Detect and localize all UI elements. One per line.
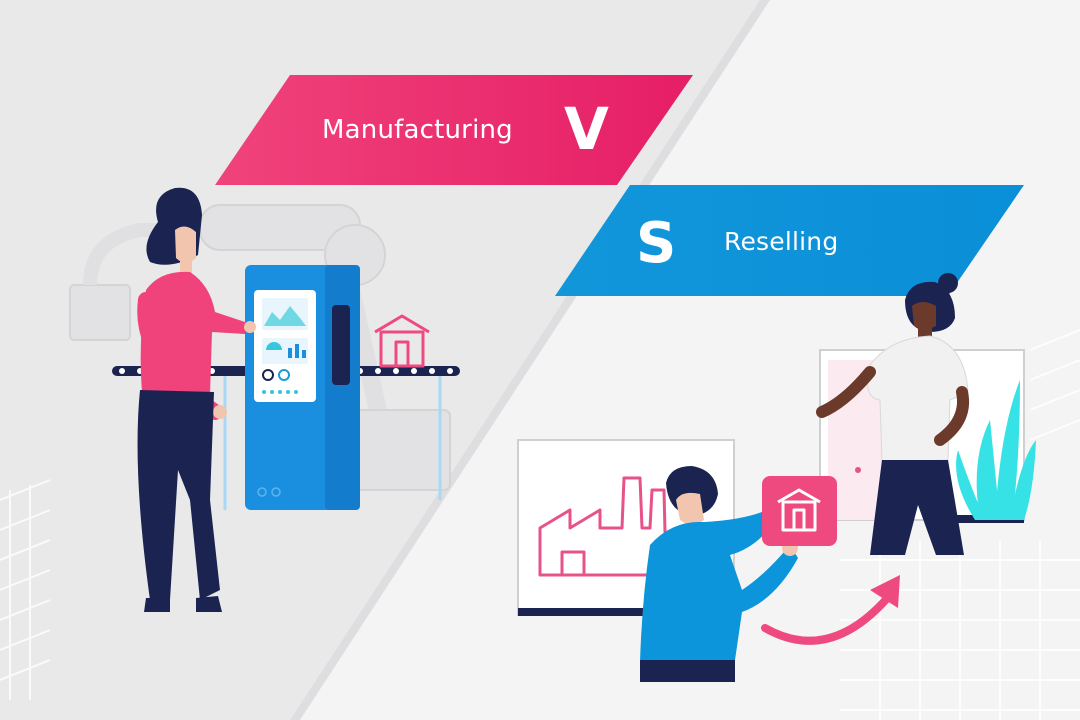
- diagonal-shadow: [290, 0, 770, 720]
- grid-pattern-top-right: [1029, 329, 1080, 441]
- arrow-icon: [761, 575, 900, 645]
- house-icon: [777, 488, 821, 532]
- house-card: [762, 476, 837, 546]
- woman-figure-right: [816, 273, 969, 555]
- manufacturing-label: Manufacturing: [322, 115, 513, 145]
- reselling-banner: [555, 185, 1024, 296]
- versus-letter-s: S: [636, 211, 677, 276]
- grid-pattern-right: [840, 540, 1080, 720]
- manufacturing-machine: [245, 265, 360, 510]
- factory-icon: [538, 476, 668, 577]
- woman-figure-left: [137, 187, 256, 612]
- reselling-label: Reselling: [724, 227, 839, 256]
- versus-letter-v: V: [564, 95, 609, 163]
- manufacturing-banner: [215, 75, 693, 185]
- plant-icon: [956, 380, 1036, 520]
- house-icon: [374, 314, 430, 368]
- man-figure: [640, 466, 798, 682]
- grid-pattern-left: [0, 479, 51, 700]
